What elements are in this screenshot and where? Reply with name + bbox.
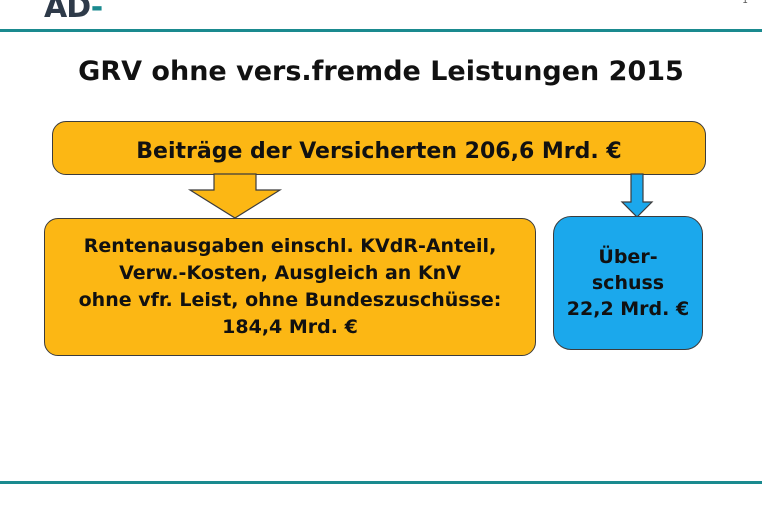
expenses-amount: 184,4 Mrd. € [222,316,358,338]
surplus-amount: 22,2 Mrd. € [566,298,690,320]
expenses-line: Rentenausgaben einschl. KVdR-Anteil, [83,235,497,257]
header-divider [0,29,762,32]
footer-divider [0,481,762,484]
expenses-box: Rentenausgaben einschl. KVdR-Anteil, Ver… [44,218,536,356]
contributions-label: Beiträge der Versicherten 206,6 Mrd. € [136,138,622,164]
arrow-to-surplus-icon [620,173,654,218]
logo-accent: - [90,0,103,25]
brand-logo: AD- [44,0,103,25]
logo-text: AD [44,0,92,25]
slide-corner-mark: 1 [742,0,748,6]
surplus-line: Über- [598,246,658,268]
expenses-line: Verw.-Kosten, Ausgleich an KnV [119,262,461,284]
contributions-box: Beiträge der Versicherten 206,6 Mrd. € [52,121,706,175]
expenses-text: Rentenausgaben einschl. KVdR-Anteil, Ver… [79,233,502,341]
arrow-to-expenses-icon [187,173,283,219]
surplus-line: schuss [591,272,665,294]
slide-title: GRV ohne vers.fremde Leistungen 2015 [78,56,684,87]
expenses-line: ohne vfr. Leist, ohne Bundeszuschüsse: [78,289,502,311]
surplus-box: Über- schuss 22,2 Mrd. € [553,216,703,350]
surplus-text: Über- schuss 22,2 Mrd. € [567,244,689,322]
